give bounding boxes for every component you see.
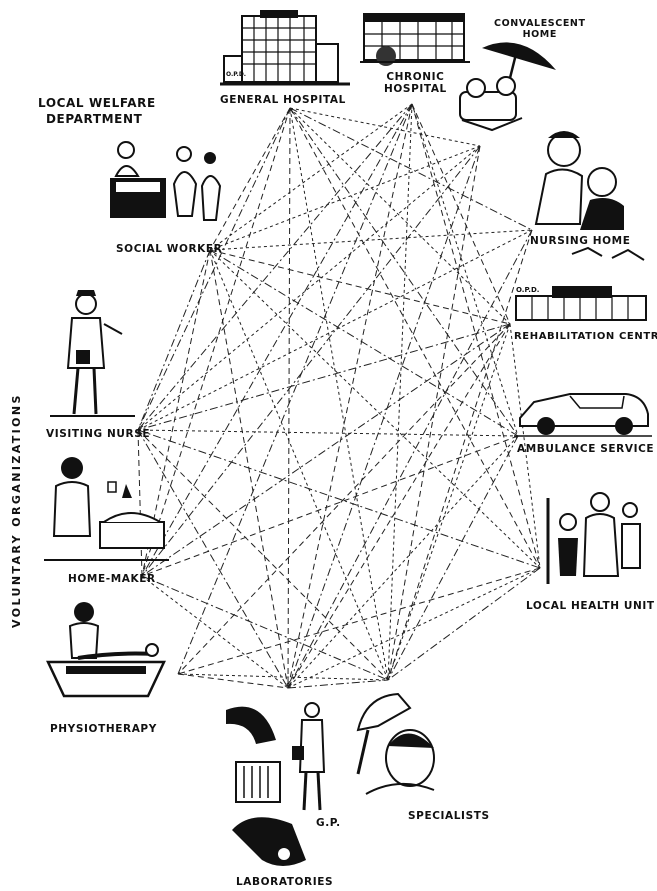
general-hospital-building-illustration: O.P.D. — [220, 10, 350, 86]
gp-laboratories-illustration — [226, 702, 326, 866]
connector-as-hm — [141, 435, 519, 577]
connector-vn-lh — [137, 429, 541, 569]
chronic-hospital-label-line1: CHRONIC — [386, 71, 445, 83]
convalescent-home-illustration — [459, 42, 556, 132]
connector-rc-ph — [177, 323, 511, 675]
voluntary-organizations-label: VOLUNTARY ORGANIZATIONS — [10, 393, 23, 628]
connector-nh-sp — [387, 229, 533, 681]
laboratories-label: LABORATORIES — [236, 876, 334, 888]
connector-sw-nh — [209, 229, 533, 251]
connector-lh-gp — [287, 567, 541, 689]
connector-sw-as — [209, 249, 519, 437]
connector-rc-lh — [509, 323, 541, 569]
connector-ch-as — [411, 103, 519, 437]
connector-rc-gp — [287, 323, 511, 689]
general-hospital-label: GENERAL HOSPITAL — [220, 94, 346, 106]
connector-as-sp — [387, 435, 519, 681]
connector-hm-gp — [141, 575, 289, 689]
specialists-label: SPECIALISTS — [408, 810, 490, 822]
rehab-sign: O.P.D. — [516, 286, 539, 294]
local-health-unit-label: LOCAL HEALTH UNIT — [526, 600, 655, 612]
connector-gh-sp — [289, 107, 389, 681]
connector-ch-hm — [141, 103, 413, 577]
chronic-hospital-building-illustration — [360, 13, 470, 66]
physiotherapy-label: PHYSIOTHERAPY — [50, 723, 157, 735]
connector-gh-lh — [289, 107, 541, 569]
connector-sw-lh — [209, 249, 541, 569]
connector-gh-sw — [209, 107, 291, 251]
convalescent-home-label: CONVALESCENT HOME — [494, 18, 586, 41]
connector-gh-gp — [287, 107, 291, 689]
home-maker-label: HOME-MAKER — [68, 573, 156, 585]
rehabilitation-centre-illustration: O.P.D. — [515, 246, 647, 321]
connector-ch-gp — [287, 103, 413, 689]
connector-as-gp — [287, 435, 519, 689]
connector-ch-sp — [387, 103, 413, 681]
connector-rc-sp — [387, 323, 511, 681]
social-worker-label: SOCIAL WORKER — [116, 243, 223, 255]
local-welfare-label-line1: LOCAL WELFARE — [38, 96, 156, 110]
connector-gh-as — [289, 107, 519, 437]
connector-vn-as — [137, 429, 519, 437]
connector-cv-sw — [209, 145, 481, 251]
nursing-home-illustration — [534, 131, 624, 230]
connector-vn-sp — [137, 429, 389, 681]
home-maker-illustration — [44, 457, 169, 561]
connector-gh-hm — [141, 107, 291, 577]
connector-gh-rc — [289, 107, 511, 325]
visiting-nurse-label: VISITING NURSE — [46, 428, 151, 440]
visiting-nurse-illustration — [50, 290, 135, 417]
local-health-unit-illustration — [546, 492, 641, 584]
convalescent-home-label-line1: CONVALESCENT — [494, 18, 586, 29]
connector-rc-hm — [141, 323, 511, 577]
connector-lh-sp — [387, 567, 541, 681]
hospital-sign: O.P.D. — [226, 71, 246, 78]
welfare-office-illustration — [110, 141, 222, 221]
connector-cv-sp — [387, 145, 481, 681]
chronic-hospital-label-line2: HOSPITAL — [384, 83, 447, 96]
chronic-hospital-label: CHRONIC HOSPITAL — [384, 71, 447, 95]
connector-sw-hm — [141, 249, 211, 577]
connector-sw-rc — [209, 249, 511, 325]
connector-sw-vn — [137, 249, 211, 431]
connector-cv-vn — [137, 145, 481, 431]
ambulance-service-label: AMBULANCE SERVICE — [517, 443, 655, 455]
local-welfare-department-label: LOCAL WELFARE DEPARTMENT — [38, 96, 156, 127]
connector-rc-vn — [137, 323, 511, 431]
physiotherapy-illustration — [46, 602, 166, 698]
connector-ph-gp — [177, 673, 289, 689]
nursing-home-label: NURSING HOME — [530, 235, 631, 247]
connector-ch-ph — [177, 103, 413, 675]
connector-nh-gp — [287, 229, 533, 689]
connector-gh-nh — [289, 107, 533, 231]
gp-label: G.P. — [316, 817, 341, 829]
connector-gh-vn — [137, 107, 291, 431]
connector-gp-sp — [287, 679, 389, 689]
connector-gh-cv — [289, 107, 481, 147]
connector-vn-hm — [137, 429, 143, 577]
convalescent-home-label-line2: HOME — [522, 28, 557, 40]
ambulance-illustration — [514, 393, 652, 437]
local-welfare-label-line2: DEPARTMENT — [46, 111, 143, 126]
rehabilitation-centre-label: REHABILITATION CENTRE — [514, 331, 657, 342]
connector-ph-sp — [177, 673, 389, 681]
connector-nh-vn — [137, 229, 533, 431]
specialists-illustration — [356, 692, 435, 795]
connector-ch-rc — [411, 103, 511, 325]
connector-vn-gp — [137, 429, 289, 689]
connector-lh-ph — [177, 567, 541, 675]
connector-sw-gp — [209, 249, 289, 689]
connector-hm-sp — [141, 575, 389, 681]
connector-cv-hm — [141, 145, 481, 577]
connector-ch-vn — [137, 103, 413, 431]
